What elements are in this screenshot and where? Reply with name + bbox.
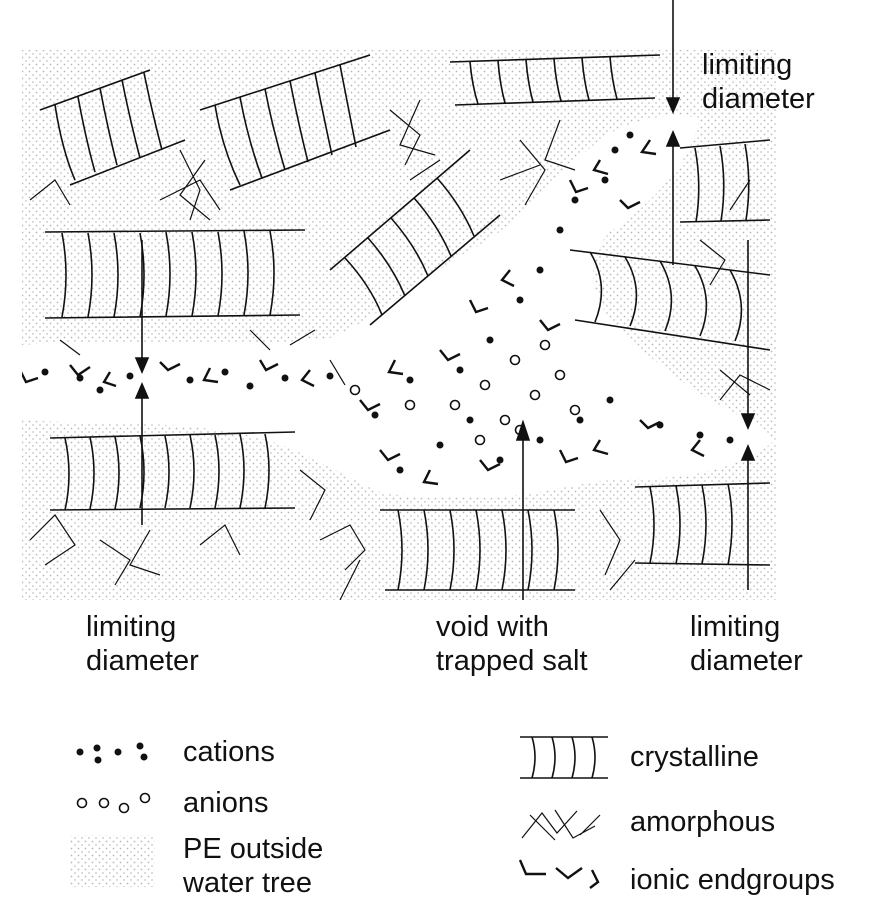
legend-pe-symbol (70, 835, 155, 887)
legend-crystalline-symbol (520, 737, 608, 778)
legend-amorphous-symbol (522, 810, 600, 840)
legend-crystalline-label: crystalline (630, 740, 759, 774)
label-void-with-trapped-salt: void with trapped salt (436, 610, 588, 678)
legend-ionic-endgroups-symbol (520, 860, 598, 888)
label-limiting-diameter-left: limiting diameter (86, 610, 199, 678)
label-limiting-diameter-right: limiting diameter (690, 610, 803, 678)
legend-anions-label: anions (183, 786, 268, 820)
legend-amorphous-label: amorphous (630, 805, 775, 839)
legend-cations-symbol (77, 743, 148, 764)
legend-anions-symbol (78, 794, 150, 813)
legend-pe-outside-label: PE outside water tree (183, 832, 323, 900)
legend-ionic-endgroups-label: ionic endgroups (630, 863, 835, 897)
label-limiting-diameter-top: limiting diameter (702, 48, 815, 116)
legend-cations-label: cations (183, 735, 275, 769)
